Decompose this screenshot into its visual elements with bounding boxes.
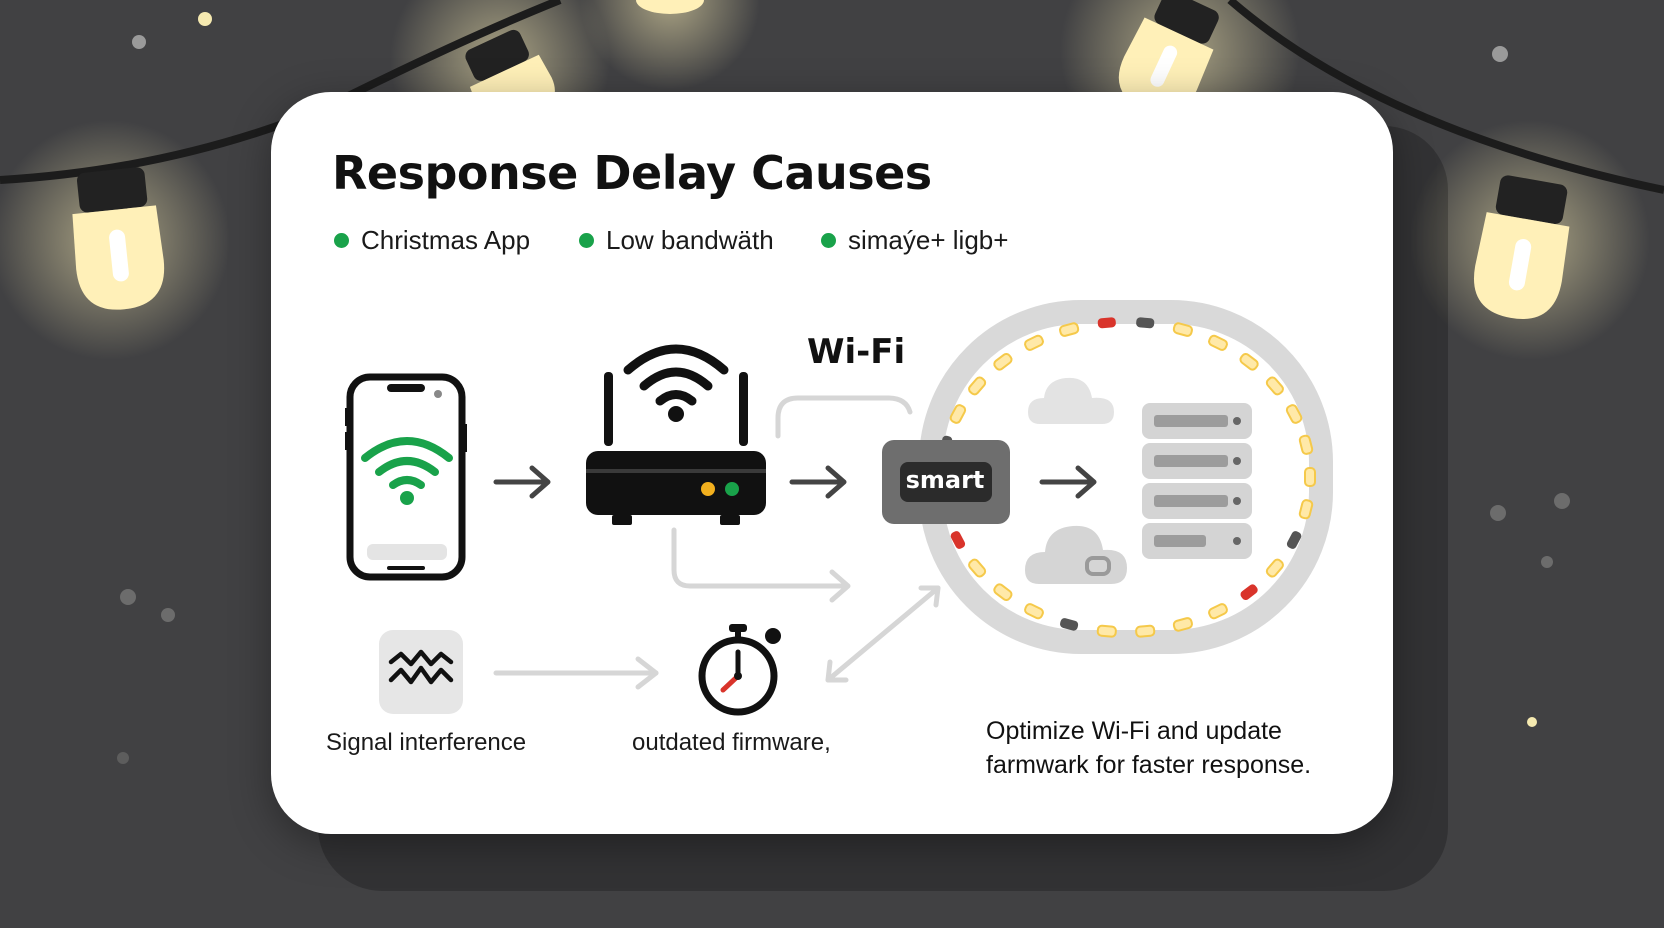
wifi-label: Wi-Fi: [807, 332, 906, 372]
ring-led: [993, 352, 1013, 371]
ring-led: [1265, 376, 1284, 396]
ring-led: [1298, 434, 1314, 455]
light-bulb-top-right: [1118, 0, 1219, 116]
ring-led: [1135, 624, 1156, 638]
ring-led: [1208, 603, 1228, 620]
ring-led: [1136, 317, 1155, 329]
ring-led: [1096, 624, 1117, 638]
legend-label: Christmas App: [361, 224, 531, 255]
phone-wifi-icon: [345, 373, 467, 581]
ring-led: [1240, 584, 1258, 601]
ring-led: [1304, 467, 1316, 487]
ring-led: [968, 376, 987, 396]
ring-led: [1265, 558, 1284, 578]
ring-led: [968, 558, 987, 578]
ring-led: [1208, 334, 1228, 351]
ring-led: [1060, 618, 1079, 631]
smart-label: smart: [905, 466, 985, 494]
signal-interference-label: Signal interference: [326, 729, 527, 756]
arrow-phone-to-router: [493, 465, 551, 499]
ring-led: [950, 531, 966, 549]
legend-dot: [579, 232, 594, 248]
ring-led: [1172, 322, 1193, 337]
ring-led: [1024, 334, 1044, 351]
stopwatch-icon: [698, 624, 781, 716]
ring-led: [1285, 404, 1303, 424]
ring-led: [1059, 322, 1080, 337]
ring-led: [1097, 317, 1116, 329]
smart-hub-icon: [882, 440, 1010, 524]
ring-led: [1024, 603, 1044, 620]
router-icon: [586, 344, 766, 525]
cloud-icon: [1028, 377, 1114, 424]
light-bulb-right: [1474, 175, 1570, 319]
note-line-2: farmwark for faster response.: [986, 751, 1312, 779]
ring-led: [1286, 531, 1302, 549]
server-rack-icon: [1142, 403, 1252, 559]
recommendation-note: Optimize Wi-Fi and update farmwark for f…: [986, 714, 1346, 782]
legend-label: simaýe+ ligb+: [848, 224, 1009, 255]
ring-led: [1172, 617, 1193, 632]
arrow-hub-to-server: [1039, 465, 1097, 499]
signal-interference-icon: [379, 630, 463, 714]
ring-led: [1298, 499, 1314, 520]
legend-item-christmas-app: Christmas App: [334, 224, 530, 256]
note-line-1: Optimize Wi-Fi and update: [986, 717, 1282, 745]
light-bulb-left: [72, 167, 165, 310]
legend-label: Low bandwäth: [606, 224, 774, 255]
ring-led: [993, 583, 1013, 602]
cloud-icon-lower: [1025, 525, 1127, 584]
legend-dot: [334, 232, 349, 248]
arrow-router-to-hub: [789, 465, 847, 499]
page-title: Response Delay Causes: [332, 146, 932, 200]
legend-item-smart-light: simaýe+ ligb+: [821, 224, 1008, 256]
ring-led: [1239, 352, 1259, 371]
ring-led: [949, 404, 967, 424]
legend-dot: [821, 232, 836, 248]
legend-item-low-bandwidth: Low bandwäth: [579, 224, 774, 256]
outdated-firmware-label: outdated firmware,: [632, 729, 831, 756]
